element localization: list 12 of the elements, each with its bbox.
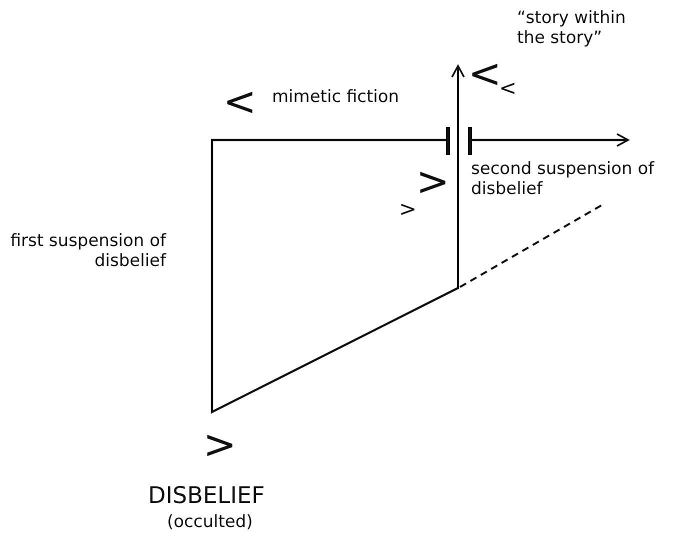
text-label: second suspension of disbelief — [471, 159, 656, 200]
greater-than-symbol: > — [203, 421, 237, 469]
subtitle-text: (occulted) — [167, 512, 253, 532]
quote-text: “story within the story” — [517, 8, 627, 49]
less-than-symbol: < — [223, 78, 257, 126]
text-label: first suspension of disbelief — [9, 231, 166, 272]
greater-than-symbol: > — [399, 197, 417, 222]
less-than-symbol: < — [499, 76, 517, 102]
heading-text: DISBELIEF — [148, 483, 265, 511]
less-than-symbol: < — [468, 50, 502, 98]
text-label: mimetic fiction — [272, 87, 400, 108]
greater-than-symbol: > — [416, 158, 450, 206]
